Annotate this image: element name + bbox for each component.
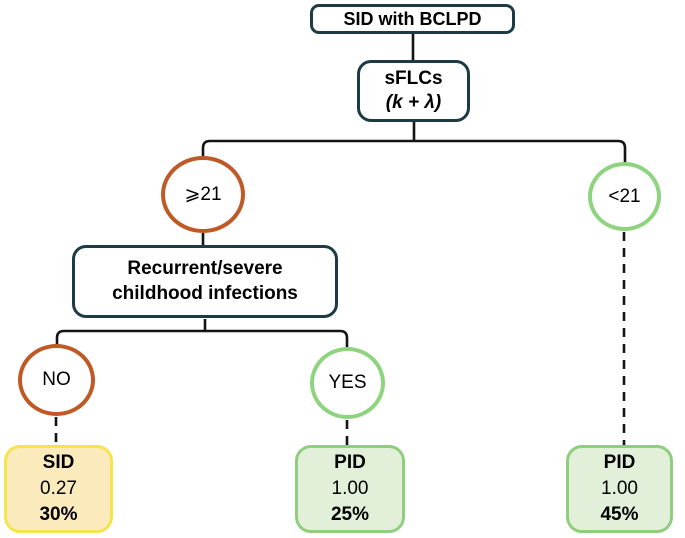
infections-line2: childhood infections bbox=[112, 282, 298, 304]
answer-yes-node: YES bbox=[310, 347, 385, 419]
leaf-pid-yes-name: PID bbox=[334, 451, 366, 473]
leaf-pid-yes-value: 1.00 bbox=[331, 477, 369, 499]
leaf-pid-lt21-value: 1.00 bbox=[601, 477, 638, 499]
leaf-pid-lt21-name: PID bbox=[603, 451, 636, 473]
root-node: SID with BCLPD bbox=[310, 4, 515, 34]
leaf-node-sid: SID 0.27 30% bbox=[4, 445, 113, 533]
leaf-node-pid-yes: PID 1.00 25% bbox=[295, 445, 405, 533]
root-node-label: SID with BCLPD bbox=[343, 8, 482, 29]
infections-node: Recurrent/severe childhood infections bbox=[72, 245, 338, 318]
branch-ge21-node: ⩾21 bbox=[161, 156, 245, 233]
infections-line1: Recurrent/severe bbox=[127, 257, 283, 279]
sflc-node: sFLCs (k + λ) bbox=[357, 60, 470, 122]
sflc-node-formula: (k + λ) bbox=[385, 92, 442, 113]
connector-sflc-branch bbox=[201, 139, 627, 163]
leaf-sid-name: SID bbox=[42, 451, 75, 473]
leaf-pid-lt21-percent: 45% bbox=[600, 504, 639, 526]
answer-yes-label: YES bbox=[328, 372, 367, 393]
branch-lt21-label: <21 bbox=[608, 185, 641, 207]
answer-no-label: NO bbox=[42, 369, 71, 390]
answer-no-node: NO bbox=[18, 344, 95, 416]
branch-lt21-node: <21 bbox=[588, 162, 661, 231]
leaf-pid-yes-percent: 25% bbox=[330, 504, 370, 526]
leaf-node-pid-lt21: PID 1.00 45% bbox=[566, 445, 673, 533]
sflc-node-title: sFLCs bbox=[384, 68, 443, 90]
leaf-sid-value: 0.27 bbox=[40, 477, 77, 499]
branch-ge21-label: ⩾21 bbox=[184, 184, 222, 205]
leaf-sid-percent: 30% bbox=[39, 504, 78, 526]
connector-infections-branch bbox=[55, 329, 349, 348]
